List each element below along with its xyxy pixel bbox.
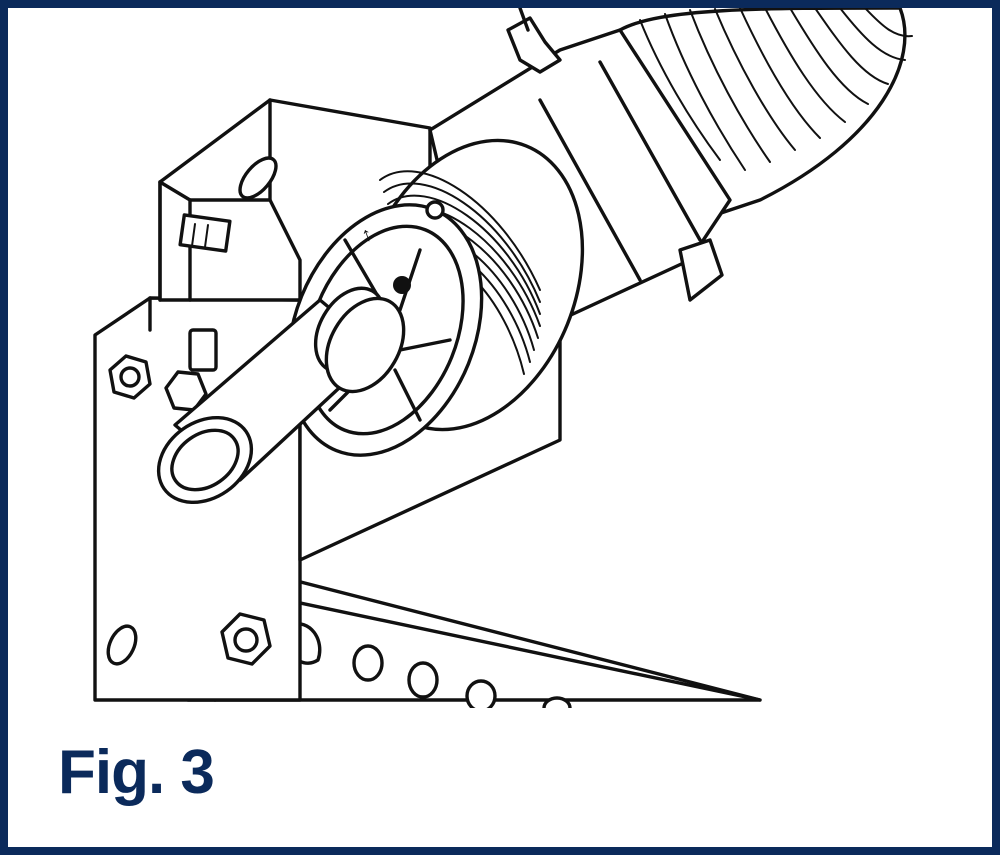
figure-caption: Fig. 3 [58,738,215,807]
torsion-spring-assembly-drawing: ↑ [93,8,913,708]
hex-bolt-upper [108,354,152,400]
torsion-shaft [156,286,406,505]
set-screw [164,328,218,412]
hex-bolt-lower [220,612,272,666]
